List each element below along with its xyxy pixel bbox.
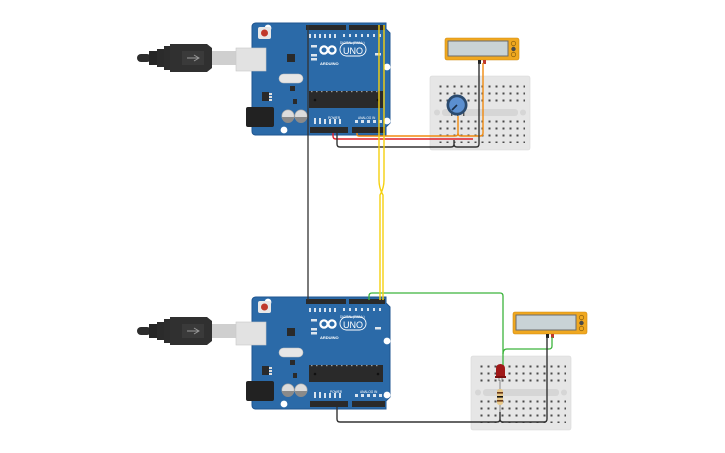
top-multimeter[interactable]	[444, 37, 520, 64]
bottom-analog-header-label: ANALOG IN	[360, 390, 378, 394]
resistor[interactable]	[497, 380, 503, 414]
wire-bottom-black-gnd[interactable]	[336, 337, 548, 423]
wire-top-red-5v[interactable]	[332, 133, 473, 140]
bottom-digital-header-label: DIGITAL (PWM~)	[340, 315, 365, 319]
wire-top-orange-a0[interactable]	[356, 63, 484, 137]
wire-bottom-green-signal[interactable]	[368, 292, 504, 365]
bottom-breadboard[interactable]	[470, 355, 572, 431]
bottom-power-header-label: POWER	[330, 390, 343, 394]
top-analog-header-label: ANALOG IN	[358, 116, 376, 120]
bottom-usb-cable[interactable]	[136, 316, 241, 346]
bottom-multimeter[interactable]	[512, 311, 588, 338]
wire-top-black-gnd[interactable]	[336, 63, 480, 148]
top-usb-cable[interactable]	[136, 43, 241, 73]
top-digital-header-label: DIGITAL (PWM~)	[340, 41, 365, 45]
top-arduino-model: UNO	[343, 46, 363, 56]
red-led[interactable]	[495, 364, 506, 381]
wire-yellow-serial-2[interactable]	[379, 25, 385, 300]
top-arduino-board[interactable]: ARDUINO UNO DIGITAL (PWM~) POWER ANALOG …	[234, 21, 392, 137]
bottom-arduino-brand: ARDUINO	[320, 335, 339, 340]
potentiometer[interactable]	[446, 94, 468, 117]
bottom-arduino-model: UNO	[343, 320, 363, 330]
top-arduino-brand: ARDUINO	[320, 61, 339, 66]
wire-yellow-serial-1[interactable]	[378, 25, 384, 300]
bottom-arduino-board[interactable]: ARDUINO UNO DIGITAL (PWM~) POWER ANALOG …	[234, 295, 392, 411]
wire-bottom-green-meter[interactable]	[502, 337, 553, 355]
top-power-header-label: POWER	[328, 116, 341, 120]
